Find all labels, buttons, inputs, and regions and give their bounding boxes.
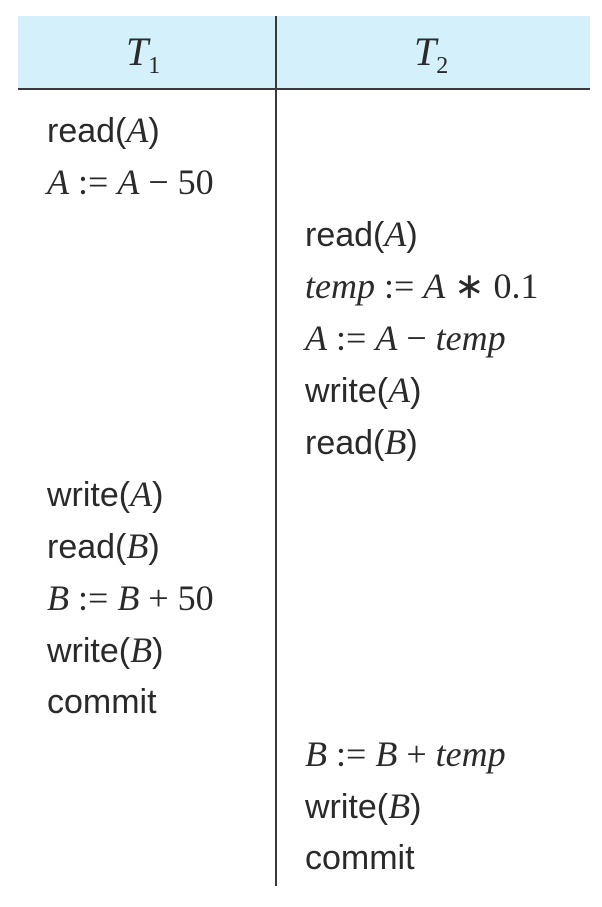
t1-write-a: write(A) bbox=[47, 474, 164, 514]
t1-assign-b: B := B + 50 bbox=[47, 578, 214, 618]
t2-commit: commit bbox=[305, 839, 415, 877]
t2-assign-temp: temp := A ∗ 0.1 bbox=[305, 266, 539, 306]
t1-read-a: read(A) bbox=[47, 110, 160, 150]
t2-write-a: write(A) bbox=[305, 370, 422, 410]
t1-commit: commit bbox=[47, 683, 157, 721]
t1-assign-a: A := A − 50 bbox=[47, 162, 214, 202]
t2-write-b: write(B) bbox=[305, 786, 422, 826]
t1-write-b: write(B) bbox=[47, 630, 164, 670]
t1-read-b: read(B) bbox=[47, 526, 160, 566]
t2-read-b: read(B) bbox=[305, 422, 418, 462]
column-header-t2: T2 bbox=[414, 29, 449, 80]
concurrent-schedule-table: T1 T2 read(A) A := A − 50 read(A) temp :… bbox=[18, 16, 590, 886]
t2-read-a: read(A) bbox=[305, 214, 418, 254]
t2-assign-b: B := B + temp bbox=[305, 734, 506, 774]
t2-assign-a: A := A − temp bbox=[305, 318, 506, 358]
table-header: T1 T2 bbox=[18, 16, 590, 90]
column-divider bbox=[275, 16, 277, 886]
column-header-t1: T1 bbox=[126, 29, 161, 80]
